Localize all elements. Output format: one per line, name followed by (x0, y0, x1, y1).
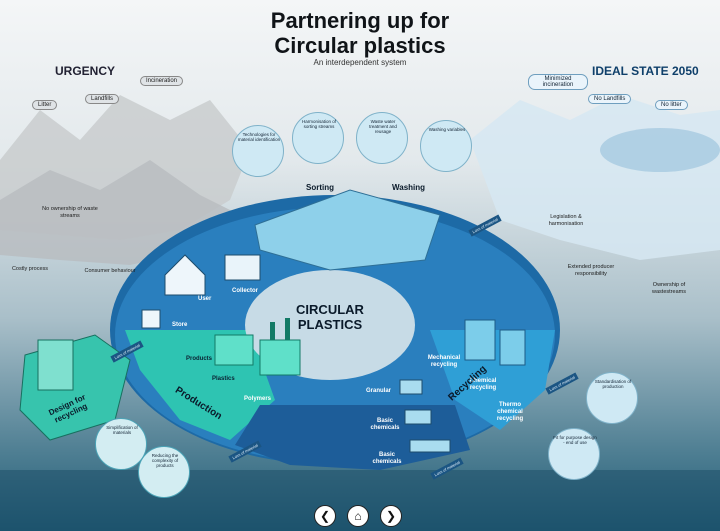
title-line-2: Circular plastics (274, 33, 446, 58)
user-house (164, 254, 206, 296)
basic-chemicals-2-label: Basic chemicals (372, 452, 402, 465)
reducing-complexity-text: Reducing the complexity of products (151, 453, 179, 468)
store-box (141, 309, 161, 329)
standardisation-text: Standardisation of production (594, 379, 632, 389)
design-machine (37, 339, 74, 391)
fit-for-purpose-text: Fit for purpose design - end of use (553, 435, 597, 445)
urgency-heading: URGENCY (55, 64, 116, 78)
polymers-label: Polymers (244, 396, 272, 402)
no-landfills-pill: No Landfills (588, 94, 632, 104)
consumer-behaviour-label: Consumer behaviour (84, 268, 136, 274)
granular-bin (399, 379, 423, 395)
basic-chemicals-1-label: Basic chemicals (370, 418, 400, 431)
page-subtitle: An interdependent system (313, 58, 407, 67)
simplification-text: Simplification of materials (106, 425, 138, 435)
minimized-incineration-pill: Minimized incineration (528, 74, 588, 90)
harmonisation-bubble: Harmonisation of sorting streams (292, 112, 344, 164)
ideal-landscape (470, 95, 720, 260)
collector-truck (224, 254, 261, 281)
tech-identification-text: Technologies for material identification (237, 132, 281, 142)
harmonisation-text: Harmonisation of sorting streams (301, 119, 337, 129)
circular-plastics-center: CIRCULAR PLASTICS (280, 302, 380, 332)
collector-label: Collector (232, 288, 259, 294)
washing-variables-bubble: Washing variables (420, 120, 472, 172)
ideal-heading: IDEAL STATE 2050 (592, 64, 699, 78)
chemicals-segment (235, 405, 470, 470)
landfills-pill: Landfills (85, 94, 120, 104)
center-line-2: PLASTICS (297, 317, 363, 332)
litter-pill: Litter (32, 100, 58, 110)
mechanical-recycling-label: Mechanical recycling (427, 355, 461, 368)
prev-button[interactable]: ❮ (314, 505, 336, 527)
sorting-label: Sorting (306, 183, 334, 192)
no-ownership-label: No ownership of waste streams (42, 206, 98, 219)
chimney-1 (270, 322, 275, 340)
fit-for-purpose-bubble: Fit for purpose design - end of use (548, 428, 600, 480)
center-line-1: CIRCULAR (296, 302, 364, 317)
page-title: Partnering up for Circular plastics (0, 8, 720, 58)
washing-label: Washing (392, 183, 426, 192)
costly-process-label: Costly process (11, 266, 49, 272)
user-label: User (198, 296, 212, 302)
waste-water-text: Waste water treatment and reusage (369, 119, 397, 134)
chevron-left-icon: ❮ (319, 509, 331, 523)
standardisation-bubble: Standardisation of production (586, 372, 638, 424)
sorting-platform (254, 189, 441, 271)
chevron-right-icon: ❯ (385, 509, 397, 523)
plastics-label: Plastics (212, 376, 235, 382)
title-line-1: Partnering up for (270, 8, 450, 33)
no-litter-pill: No litter (655, 100, 688, 110)
simplification-bubble: Simplification of materials (95, 418, 147, 470)
next-button[interactable]: ❯ (380, 505, 402, 527)
chimney-2 (285, 318, 290, 340)
waste-water-bubble: Waste water treatment and reusage (356, 112, 408, 164)
tanker-1 (404, 409, 432, 425)
chemical-recycling-label: Chemical recycling (469, 378, 497, 391)
incineration-pill: Incineration (140, 76, 184, 86)
store-label: Store (172, 322, 188, 328)
tanker-2 (409, 439, 451, 453)
washing-variables-text: Washing variables (428, 127, 466, 132)
home-button[interactable]: ⌂ (347, 505, 369, 527)
tech-identification-bubble: Technologies for material identification (232, 125, 284, 177)
products-label: Products (186, 356, 213, 362)
ideal-lake (600, 128, 720, 172)
extended-producer-label: Extended producer responsibility (567, 264, 615, 277)
granular-label: Granular (366, 388, 392, 394)
recycling-tank-1 (464, 319, 496, 361)
thermo-chemical-label: Thermo chemical recycling (496, 402, 524, 422)
recycling-tank-2 (499, 329, 526, 366)
factory-2 (259, 339, 301, 376)
legislation-label: Legislation & harmonisation (548, 214, 584, 227)
reducing-complexity-bubble: Reducing the complexity of products (138, 446, 190, 498)
ownership-wastestreams-label: Ownership of wastestreams (652, 282, 686, 295)
factory-1 (214, 334, 254, 366)
home-icon: ⌂ (354, 509, 362, 523)
